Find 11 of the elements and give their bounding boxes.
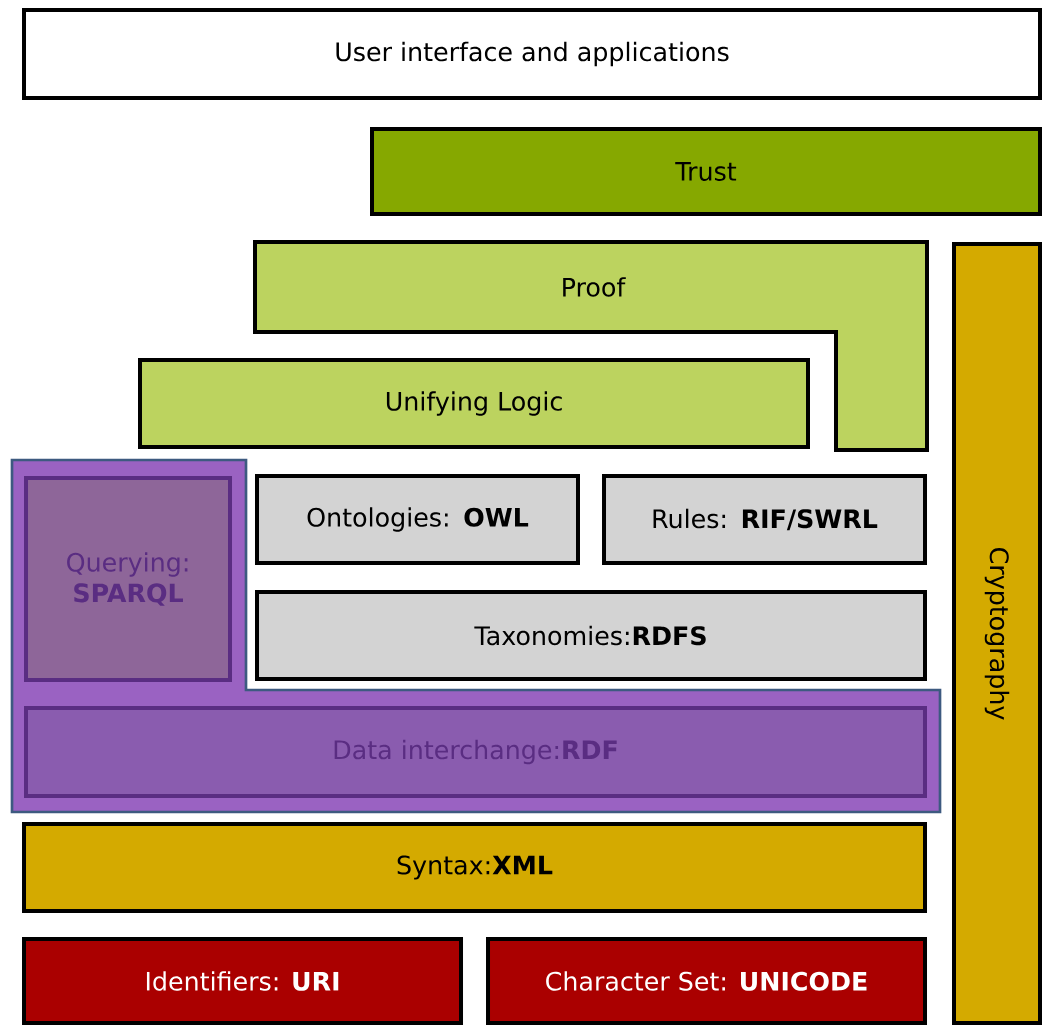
layer-box: Syntax:XML	[22, 822, 927, 913]
layer-box: Taxonomies:RDFS	[255, 590, 927, 681]
layer-box: User interface and applications	[22, 8, 1042, 100]
layer-box: Identifiers: URI	[22, 937, 463, 1025]
layer-box: Unifying Logic	[138, 358, 810, 449]
layer-box: Rules: RIF/SWRL	[602, 474, 927, 565]
layer-box: Character Set: UNICODE	[486, 937, 927, 1025]
layer-box: Querying: SPARQL	[24, 476, 232, 682]
layer-box: Ontologies: OWL	[255, 474, 580, 565]
layer-box: Trust	[370, 127, 1042, 216]
layer-box: Cryptography	[952, 242, 1042, 1025]
